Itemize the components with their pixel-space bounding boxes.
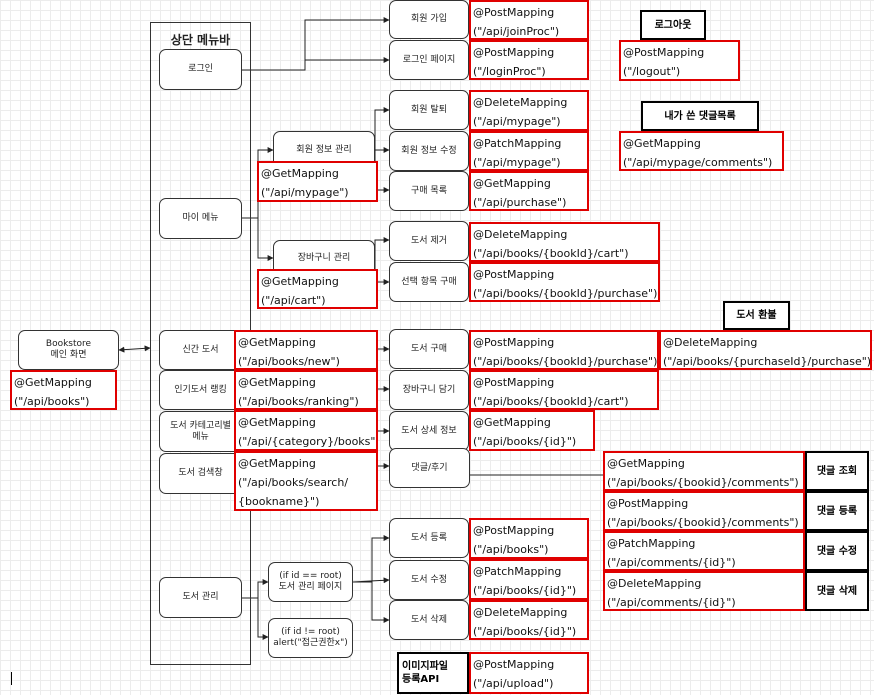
action-book-detail-node: 도서 상세 정보 <box>389 411 469 451</box>
action-edit-member-node: 회원 정보 수정 <box>389 131 469 171</box>
tag-comment-delete: 댓글 삭제 <box>805 571 869 611</box>
main-screen-node: Bookstore 메인 화면 <box>18 330 119 370</box>
api-register-book: @PostMapping ("/api/books") <box>469 518 589 559</box>
tag-upload: 이미지파일 등록API <box>397 652 469 694</box>
edge-root-edit <box>352 577 390 584</box>
tag-comment-post: 댓글 등록 <box>805 491 869 531</box>
action-remove-book-node: 도서 제거 <box>389 221 469 261</box>
action-purchase-list-node: 구매 목록 <box>389 171 469 211</box>
menubar-title: 상단 메뉴바 <box>170 33 231 47</box>
submenu-admin-notroot-node: (if id != root) alert("접근권한x") <box>268 618 353 658</box>
menu-mymenu-node: 마이 메뉴 <box>159 198 242 239</box>
edge-login-loginpage <box>304 57 390 70</box>
menu-new-books-node: 신간 도서 <box>159 330 242 370</box>
menu-ranking-node: 인기도서 랭킹 <box>159 370 242 410</box>
api-upload: @PostMapping ("/api/upload") <box>469 652 589 694</box>
api-refund: @DeleteMapping ("/api/books/{purchaseId}… <box>659 330 872 370</box>
action-buy-book-node: 도서 구매 <box>389 329 469 369</box>
api-mypage: @GetMapping ("/api/mypage") <box>257 161 378 202</box>
api-add-cart: @PostMapping ("/api/books/{bookId}/cart"… <box>469 370 659 410</box>
tag-my-comments: 내가 쓴 댓글목록 <box>641 101 759 131</box>
api-my-comments: @GetMapping ("/api/mypage/comments") <box>619 131 784 171</box>
action-delete-book-node: 도서 삭제 <box>389 600 469 640</box>
edge-login-join <box>242 17 390 71</box>
submenu-admin-root-node: (if id == root) 도서 관리 페이지 <box>268 562 353 602</box>
action-comments-node: 댓글/후기 <box>389 448 470 488</box>
api-buy-selected: @PostMapping ("/api/books/{bookId}/purch… <box>469 262 660 302</box>
edge-root-register <box>353 535 390 583</box>
menu-category-node: 도서 카테고리별 메뉴 <box>159 411 242 452</box>
action-withdraw-node: 회원 탈퇴 <box>389 90 469 130</box>
api-login: @PostMapping ("/loginProc") <box>469 40 589 80</box>
api-withdraw: @DeleteMapping ("/api/mypage") <box>469 90 589 131</box>
api-buy-book: @PostMapping ("/api/books/{bookId}/purch… <box>469 330 659 370</box>
api-main: @GetMapping ("/api/books") <box>10 370 117 410</box>
api-comment-post: @PostMapping ("/api/books/{bookid}/comme… <box>603 491 805 531</box>
api-logout: @PostMapping ("/logout") <box>619 40 740 81</box>
api-purchase-list: @GetMapping ("/api/purchase") <box>469 171 589 211</box>
api-edit-member: @PatchMapping ("/api/mypage") <box>469 131 589 171</box>
tag-comment-patch: 댓글 수정 <box>805 531 869 571</box>
edge-main-menubar <box>118 345 151 353</box>
api-ranking: @GetMapping ("/api/books/ranking") <box>234 370 378 410</box>
api-delete-book: @DeleteMapping ("/api/books/{id}") <box>469 600 589 640</box>
api-new-books: @GetMapping ("/api/books/new") <box>234 330 378 370</box>
api-book-detail: @GetMapping ("/api/books/{id}") <box>469 410 595 451</box>
api-comment-get: @GetMapping ("/api/books/{bookid}/commen… <box>603 451 805 491</box>
api-edit-book: @PatchMapping ("/api/books/{id}") <box>469 559 589 600</box>
tag-comment-get: 댓글 조회 <box>805 451 869 491</box>
action-register-book-node: 도서 등록 <box>389 518 469 558</box>
tag-logout: 로그아웃 <box>640 10 706 40</box>
menu-admin-node: 도서 관리 <box>159 577 242 618</box>
action-login-page-node: 로그인 페이지 <box>389 40 469 80</box>
action-join-node: 회원 가입 <box>389 0 469 39</box>
api-comment-delete: @DeleteMapping ("/api/comments/{id}") <box>603 571 805 611</box>
action-edit-book-node: 도서 수정 <box>389 560 469 600</box>
api-search: @GetMapping ("/api/books/search/ {bookna… <box>234 451 378 511</box>
edge-member-withdraw <box>374 107 390 150</box>
api-cart: @GetMapping ("/api/cart") <box>257 269 378 309</box>
edge-cart-remove <box>374 237 390 258</box>
api-comment-patch: @PatchMapping ("/api/comments/{id}") <box>603 531 805 571</box>
tag-refund: 도서 환불 <box>723 301 790 330</box>
api-join: @PostMapping ("/api/joinProc") <box>469 0 589 40</box>
action-add-cart-node: 장바구니 담기 <box>389 370 469 410</box>
menu-search-node: 도서 검색창 <box>159 453 242 494</box>
api-category: @GetMapping ("/api/{category}/books") <box>234 410 378 451</box>
menu-login-node: 로그인 <box>159 49 242 90</box>
action-buy-selected-node: 선택 항목 구매 <box>389 262 469 302</box>
api-remove-cart: @DeleteMapping ("/api/books/{bookId}/car… <box>469 222 660 262</box>
edge-admin-notroot <box>257 598 269 640</box>
edge-mymenu-cart <box>257 218 274 261</box>
edge-root-delete <box>371 582 390 623</box>
text-cursor <box>11 672 12 685</box>
